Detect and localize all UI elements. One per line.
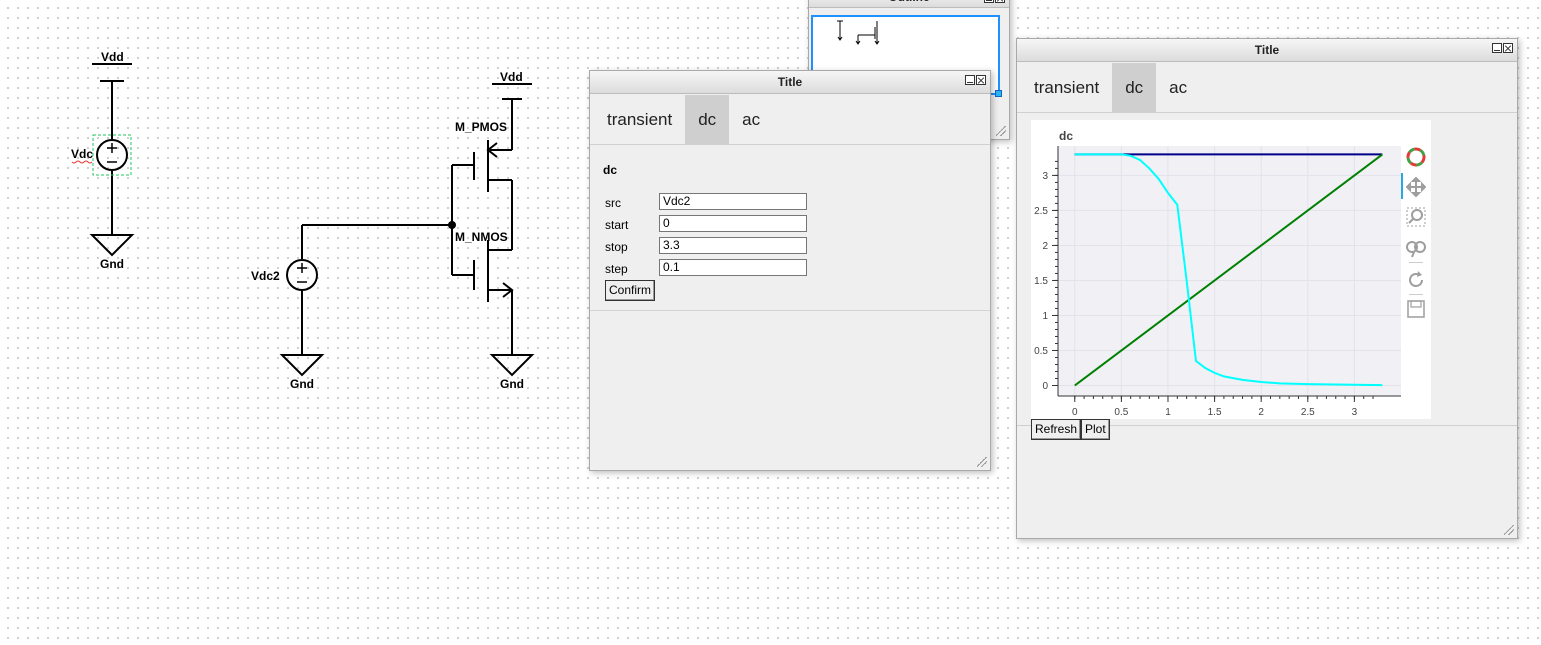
close-icon[interactable]	[976, 75, 986, 85]
chart-title: dc	[1059, 129, 1073, 143]
minimize-icon[interactable]	[965, 75, 975, 85]
tab-transient[interactable]: transient	[1034, 78, 1100, 97]
dc-chart[interactable]: 0 0.5 1 1.5 2 2.5 3 0 0.5 1 1.5 2 2.5 3 dc	[1031, 120, 1431, 419]
src-label: src	[605, 196, 621, 210]
stop-label: stop	[605, 240, 628, 254]
y-tick-label: 1.5	[1034, 276, 1048, 287]
y-tick-label: 0.5	[1034, 346, 1048, 357]
dc-window-tabbar: transient dc ac	[590, 95, 990, 145]
plot-window[interactable]: Title transient dc ac 0 0.5 1 1.5 2 2.5 3 0 0.5 1…	[1016, 38, 1518, 539]
outline-window-title: Outline	[809, 0, 1009, 8]
gnd-symbol-mid	[279, 354, 325, 377]
selection-box	[92, 134, 132, 176]
y-tick-label: 2	[1042, 241, 1048, 252]
pan-icon[interactable]	[1406, 177, 1426, 197]
step-label: step	[605, 262, 628, 276]
gnd-symbol-right	[489, 354, 535, 377]
m-pmos-label: M_PMOS	[455, 120, 507, 134]
dc-form: dc src Vdc2 start 0 stop 3.3 step 0.1 Co…	[590, 145, 990, 311]
gnd-label-mid: Gnd	[290, 377, 314, 391]
step-input[interactable]: 0.1	[659, 259, 807, 276]
vdc-label: Vdc	[71, 147, 93, 161]
form-title: dc	[603, 163, 618, 177]
plot-area[interactable]: 0 0.5 1 1.5 2 2.5 3 0 0.5 1 1.5 2 2.5 3 dc	[1031, 120, 1431, 419]
tab-dc[interactable]: dc	[1112, 63, 1157, 112]
x-tick-label: 1.5	[1208, 407, 1222, 418]
x-tick-label: 0	[1072, 407, 1078, 418]
dc-window-title: Title	[590, 71, 990, 94]
m-nmos-label: M_NMOS	[455, 230, 508, 244]
close-icon[interactable]	[995, 0, 1005, 3]
start-input[interactable]: 0	[659, 215, 807, 232]
series-line-1	[1074, 153, 1383, 387]
vdc2-label: Vdc2	[251, 269, 280, 283]
resize-grip-icon[interactable]	[977, 457, 987, 467]
y-tick-label: 1	[1042, 311, 1048, 322]
start-label: start	[605, 218, 629, 232]
box-zoom-icon[interactable]	[1406, 207, 1426, 227]
x-tick-label: 2.5	[1301, 407, 1315, 418]
stop-input[interactable]: 3.3	[659, 237, 807, 254]
close-icon[interactable]	[1503, 43, 1513, 53]
tab-ac[interactable]: ac	[1169, 78, 1188, 97]
src-input[interactable]: Vdc2	[659, 193, 807, 210]
vdd-label-left: Vdd	[101, 50, 124, 64]
reset-icon[interactable]	[1406, 270, 1426, 290]
active-tool-indicator	[1401, 173, 1403, 199]
resize-grip-icon[interactable]	[1504, 525, 1514, 535]
minimize-icon[interactable]	[1492, 43, 1502, 53]
resize-grip-icon[interactable]	[996, 126, 1006, 136]
tab-transient[interactable]: transient	[607, 110, 673, 129]
y-tick-label: 2.5	[1034, 206, 1048, 217]
x-tick-label: 1	[1165, 407, 1171, 418]
plot-window-title: Title	[1017, 39, 1517, 62]
maximize-icon[interactable]	[984, 0, 994, 3]
tab-ac[interactable]: ac	[742, 110, 761, 129]
vdd-label-right: Vdd	[500, 70, 523, 84]
outline-thumbnail	[837, 20, 880, 45]
logo-icon[interactable]	[1406, 147, 1426, 167]
y-tick-label: 0	[1042, 381, 1048, 392]
dc-settings-window[interactable]: Title transient dc ac dc src Vdc2 start …	[589, 70, 991, 471]
x-tick-label: 2	[1258, 407, 1264, 418]
gnd-symbol-left	[89, 234, 135, 257]
tab-dc[interactable]: dc	[685, 95, 730, 144]
series-line-2	[1074, 153, 1383, 387]
save-icon[interactable]	[1406, 299, 1426, 319]
confirm-button[interactable]: Confirm	[605, 280, 656, 301]
gnd-label-left: Gnd	[100, 257, 124, 271]
y-tick-label: 3	[1042, 171, 1048, 182]
plot-button[interactable]: Plot	[1081, 419, 1110, 440]
wheel-zoom-icon[interactable]	[1406, 238, 1426, 258]
x-tick-label: 0.5	[1114, 407, 1128, 418]
refresh-button[interactable]: Refresh	[1031, 419, 1082, 440]
gnd-label-right: Gnd	[500, 377, 524, 391]
plot-window-tabbar: transient dc ac	[1017, 63, 1517, 113]
x-tick-label: 3	[1352, 407, 1358, 418]
outline-resize-handle[interactable]	[995, 90, 1002, 97]
